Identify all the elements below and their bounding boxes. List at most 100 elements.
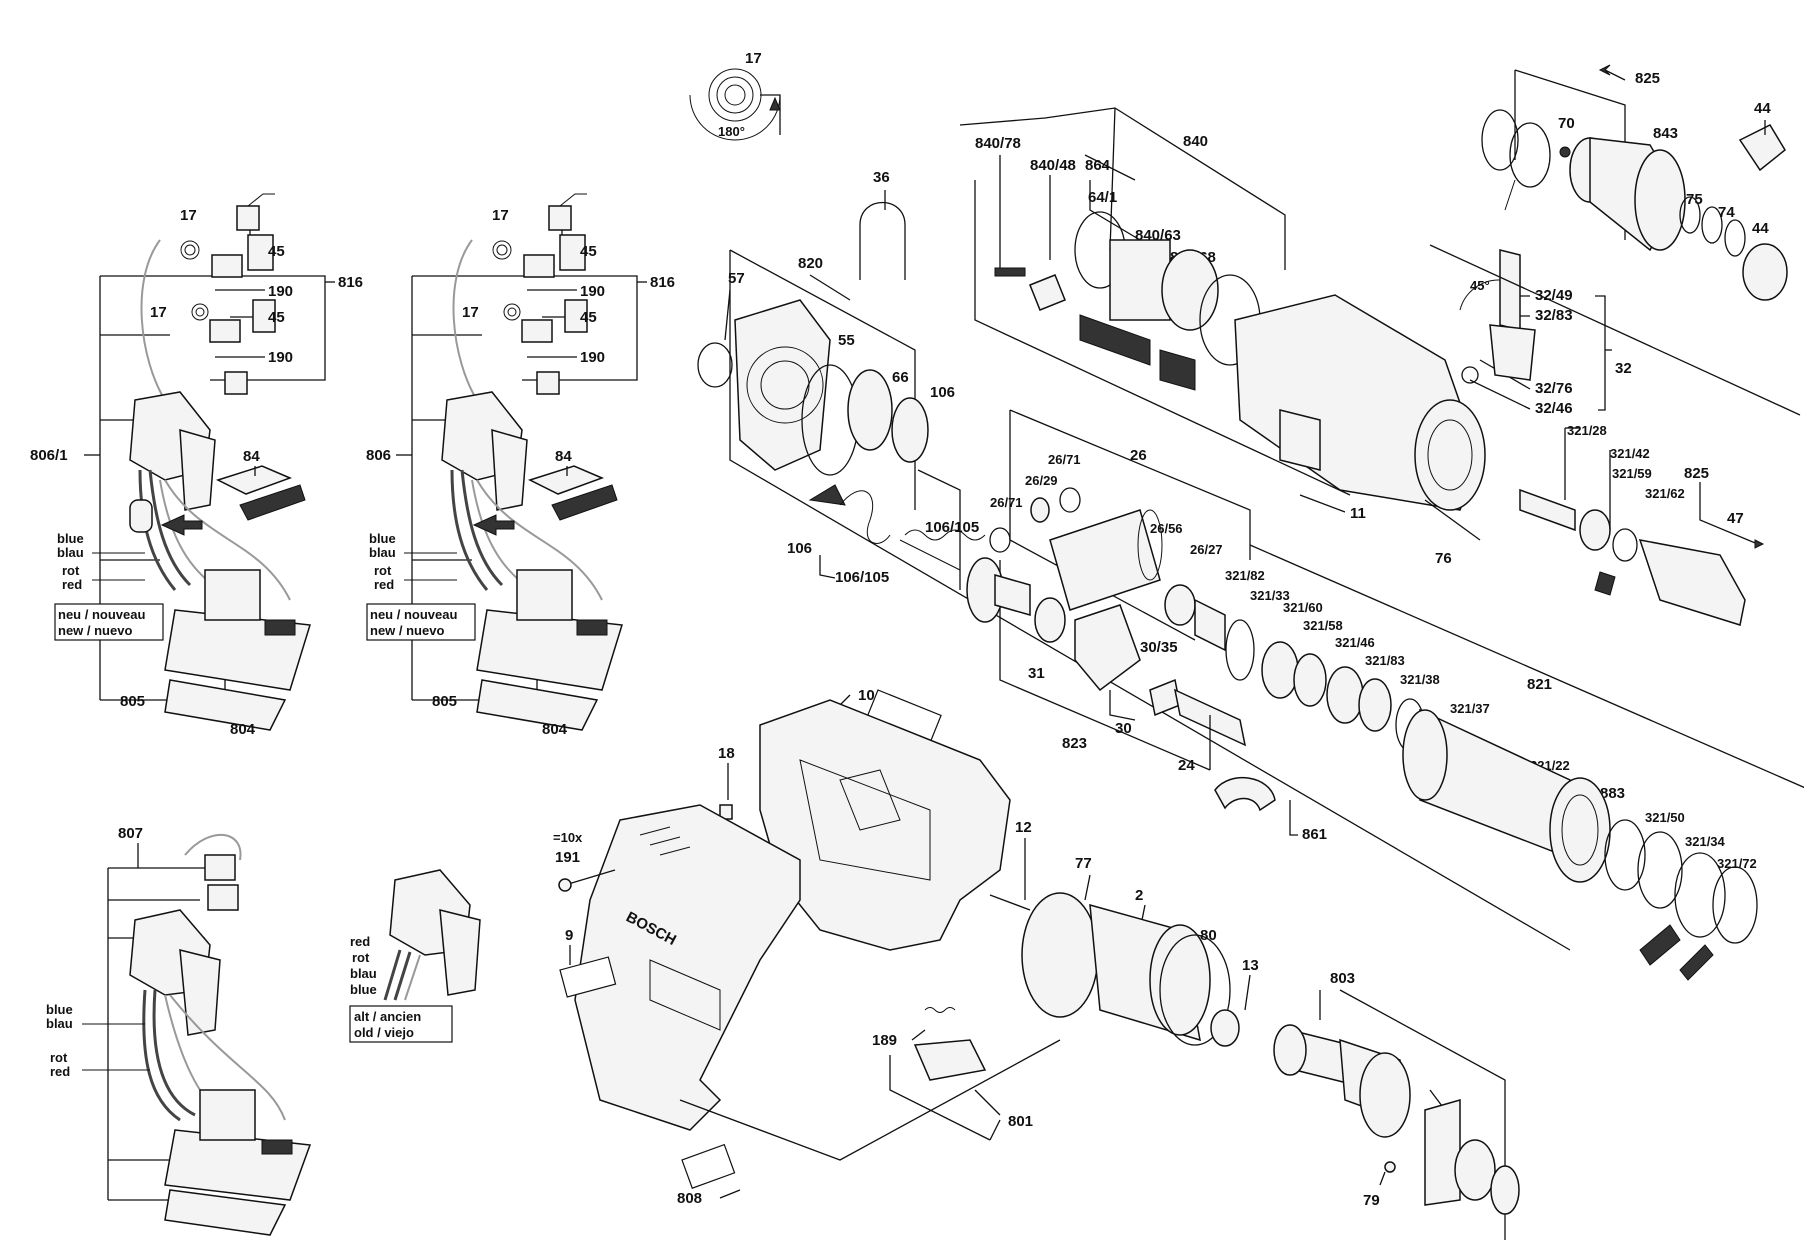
label-803: 803 [1330,970,1355,987]
carrier-group-801: 189 801 [872,1007,1033,1141]
label-b-rot: rot [50,1050,68,1065]
label-o-red: red [350,934,370,949]
label-26-27: 26/27 [1190,542,1223,557]
label-843: 843 [1653,125,1678,142]
label-m45b: 45 [580,309,597,326]
label-801: 801 [1008,1113,1033,1130]
label-l804: 804 [230,721,256,738]
label-36: 36 [873,169,890,186]
label-55: 55 [838,332,855,349]
label-861: 861 [1302,826,1327,843]
label-80: 80 [1200,927,1217,944]
switch-assembly-807: 807 blue blau rot red [46,825,312,1236]
label-30: 30 [1115,720,1132,737]
label-l45b: 45 [268,309,285,326]
label-24: 24 [1178,757,1195,774]
label-2: 2 [1135,887,1143,904]
label-o-blue: blue [350,982,377,997]
label-807: 807 [118,825,143,842]
label-angle-180: 180° [718,124,745,139]
label-64-1: 64/1 [1088,189,1117,206]
label-191: 191 [555,849,580,866]
label-angle-45: 45° [1470,278,1490,293]
label-76: 76 [1435,550,1452,567]
switch-assembly-new-middle: 806 17 45 190 17 45 190 816 84 blue blau… [366,193,675,738]
label-806-1: 806/1 [30,447,68,464]
label-321-62: 321/62 [1645,486,1685,501]
switch-assembly-new-left: 806/1 17 45 190 17 45 190 816 84 blue bl… [30,193,363,738]
label-17-top: 17 [745,50,762,67]
label-31: 31 [1028,665,1045,682]
label-10x: =10x [553,830,583,845]
label-321-83: 321/83 [1365,653,1405,668]
label-o-rot: rot [352,950,370,965]
hammer-tube-group: 840/78 840/48 864 840 64/1 840/63 840/68… [959,107,1486,567]
label-106-105-b: 106/105 [835,569,889,586]
label-m190a: 190 [580,283,605,300]
label-44-a: 44 [1754,100,1771,117]
label-26-71-b: 26/71 [1048,452,1081,467]
label-321-82: 321/82 [1225,568,1265,583]
gear-group-823: 31 30/35 30 823 24 861 [966,557,1327,843]
label-79: 79 [1363,1192,1380,1209]
label-26-56: 26/56 [1150,521,1183,536]
label-l190b: 190 [268,349,293,366]
label-l17a: 17 [180,207,197,224]
label-32-46: 32/46 [1535,400,1573,417]
label-32-76: 32/76 [1535,380,1573,397]
label-m-blue: blue [369,531,396,546]
label-321-37: 321/37 [1450,701,1490,716]
label-l-blue: blue [57,531,84,546]
label-321-59: 321/59 [1612,466,1652,481]
label-m45a: 45 [580,243,597,260]
label-321-46: 321/46 [1335,635,1375,650]
label-m-new1: neu / nouveau [370,607,457,622]
crank-group-26: 26/71 26/29 26/71 26 26/56 26/27 [989,409,1251,652]
label-m17b: 17 [462,304,479,321]
switch-old: red rot blau blue alt / ancien old / vie… [349,869,481,1043]
main-housing-group: 10 18 12 BOSCH =10x 191 9 808 [553,687,1061,1207]
label-70: 70 [1558,115,1575,132]
label-b-blau: blau [46,1016,73,1031]
label-321-60: 321/60 [1283,600,1323,615]
label-l190a: 190 [268,283,293,300]
label-m-rot: rot [374,563,392,578]
label-m805: 805 [432,693,457,710]
label-l-blau: blau [57,545,84,560]
label-26: 26 [1130,447,1147,464]
tool-holder-825-top: 825 70 843 44 87 75 74 44 [1481,64,1788,301]
label-74: 74 [1718,204,1735,221]
label-l-red: red [62,577,82,592]
label-30-35: 30/35 [1140,639,1178,656]
label-m-blau: blau [369,545,396,560]
label-10: 10 [858,687,875,704]
label-m804: 804 [542,721,568,738]
label-13: 13 [1242,957,1259,974]
label-32-83: 32/83 [1535,307,1573,324]
label-l84: 84 [243,448,260,465]
label-77: 77 [1075,855,1092,872]
label-883: 883 [1600,785,1625,802]
label-l805: 805 [120,693,145,710]
label-26-29: 26/29 [1025,473,1058,488]
label-32: 32 [1615,360,1632,377]
label-9: 9 [565,927,573,944]
label-189: 189 [872,1032,897,1049]
label-57: 57 [728,270,745,287]
label-821: 821 [1527,676,1552,693]
label-840-48: 840/48 [1030,157,1076,174]
label-l17b: 17 [150,304,167,321]
label-b-blue: blue [46,1002,73,1017]
label-321-33: 321/33 [1250,588,1290,603]
label-321-58: 321/58 [1303,618,1343,633]
label-l-new2: new / nuevo [58,623,132,638]
label-m-red: red [374,577,394,592]
label-l-new1: neu / nouveau [58,607,145,622]
label-m806: 806 [366,447,391,464]
label-321-50: 321/50 [1645,810,1685,825]
label-l45a: 45 [268,243,285,260]
label-l-rot: rot [62,563,80,578]
motor-group: 77 2 80 13 803 79 [1021,855,1520,1240]
label-m190b: 190 [580,349,605,366]
